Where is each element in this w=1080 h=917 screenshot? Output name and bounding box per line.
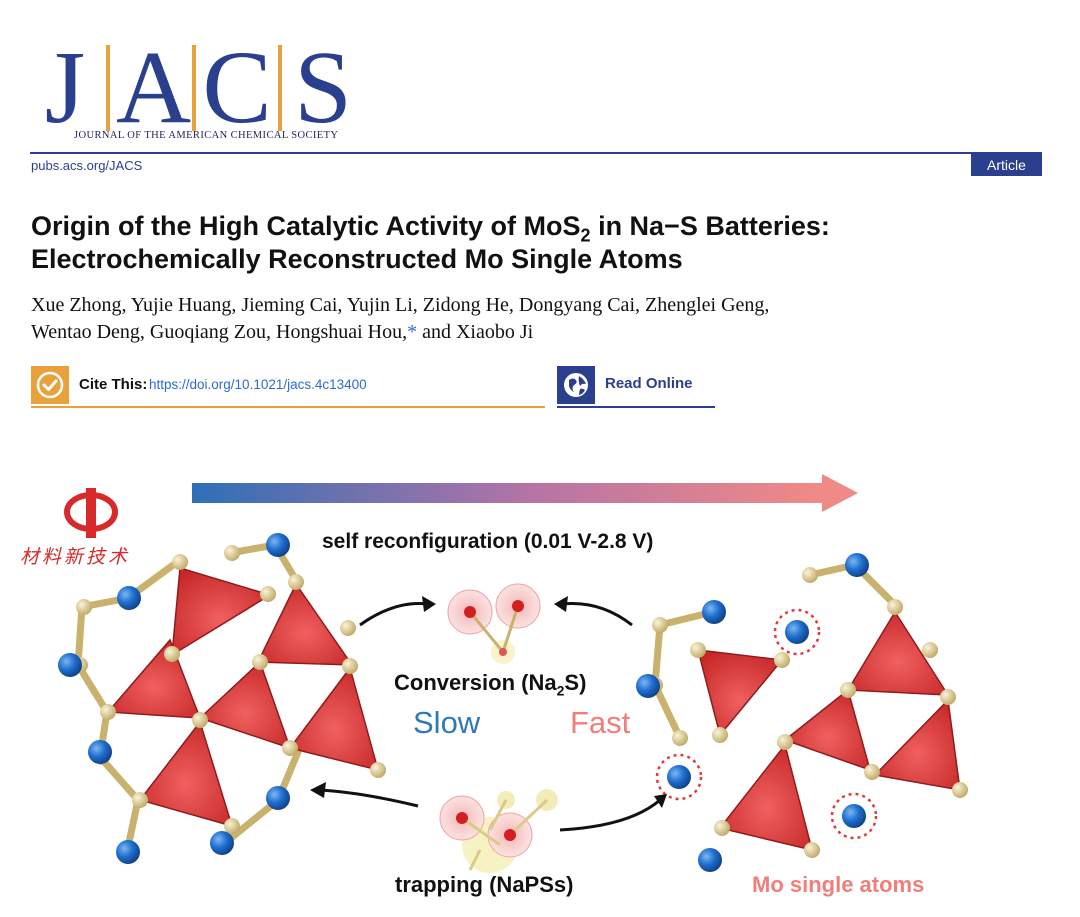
- trapping-label: trapping (NaPSs): [395, 872, 574, 897]
- title-subscript: 2: [580, 225, 591, 246]
- authors-line: Xue Zhong, Yujie Huang, Jieming Cai, Yuj…: [31, 294, 770, 316]
- logo-separator: [192, 45, 196, 131]
- globe-icon: [557, 366, 595, 404]
- article-title: Origin of the High Catalytic Activity of…: [31, 210, 1051, 276]
- checkmark-icon: [31, 366, 69, 404]
- title-text: Electrochemically Reconstructed Mo Singl…: [31, 244, 683, 274]
- authors-line: Wentao Deng, Guoqiang Zou, Hongshuai Hou…: [31, 321, 408, 343]
- logo-separator: [106, 45, 110, 131]
- watermark-text: 材料新技术: [20, 547, 131, 568]
- corresponding-author-link[interactable]: *: [407, 321, 418, 343]
- conversion-label: Conversion (Na2S): [394, 670, 586, 698]
- gradient-arrow: [192, 474, 858, 512]
- authors-line: and Xiaobo Ji: [417, 321, 534, 343]
- self-reconfiguration-label: self reconfiguration (0.01 V-2.8 V): [322, 530, 654, 553]
- doi-link[interactable]: https://doi.org/10.1021/jacs.4c13400: [149, 377, 367, 392]
- conversion-subscript: 2: [556, 682, 565, 699]
- article-type-badge: Article: [971, 154, 1042, 176]
- journal-url-link[interactable]: pubs.acs.org/JACS: [31, 158, 143, 173]
- title-text: in Na−S Batteries:: [590, 211, 830, 241]
- journal-logo: J A C S JOURNAL OF THE AMERICAN CHEMICAL…: [30, 30, 370, 148]
- logo-letters: J A C S: [30, 30, 360, 145]
- na2s-molecule: [447, 583, 541, 664]
- logo-letter-s: S: [294, 30, 352, 145]
- conversion-text: Conversion (Na: [394, 670, 557, 695]
- cite-this-label: Cite This:: [79, 376, 148, 393]
- logo-separator: [278, 45, 282, 131]
- cite-this-bar: Cite This: https://doi.org/10.1021/jacs.…: [31, 366, 545, 408]
- read-online-label: Read Online: [605, 375, 693, 392]
- header-rule: [30, 152, 1042, 154]
- fast-label: Fast: [570, 705, 631, 740]
- mo-single-atom-structure: [636, 553, 968, 872]
- title-text: Origin of the High Catalytic Activity of…: [31, 211, 581, 241]
- logo-letter-j: J: [44, 30, 86, 145]
- conversion-text: S): [564, 670, 587, 695]
- author-list: Xue Zhong, Yujie Huang, Jieming Cai, Yuj…: [31, 292, 1031, 346]
- mos2-pristine-structure: [58, 533, 386, 864]
- logo-letter-c: C: [202, 30, 272, 145]
- watermark-logo-icon: [64, 488, 118, 538]
- slow-label: Slow: [413, 705, 481, 740]
- naps-molecule: [439, 789, 558, 873]
- mo-single-atoms-label: Mo single atoms: [752, 872, 925, 897]
- logo-letter-a: A: [116, 30, 192, 145]
- journal-tagline: JOURNAL OF THE AMERICAN CHEMICAL SOCIETY: [74, 130, 339, 141]
- reaction-arrows: [317, 601, 661, 832]
- single-atom-marker: [655, 608, 878, 840]
- read-online-button[interactable]: Read Online: [557, 366, 715, 408]
